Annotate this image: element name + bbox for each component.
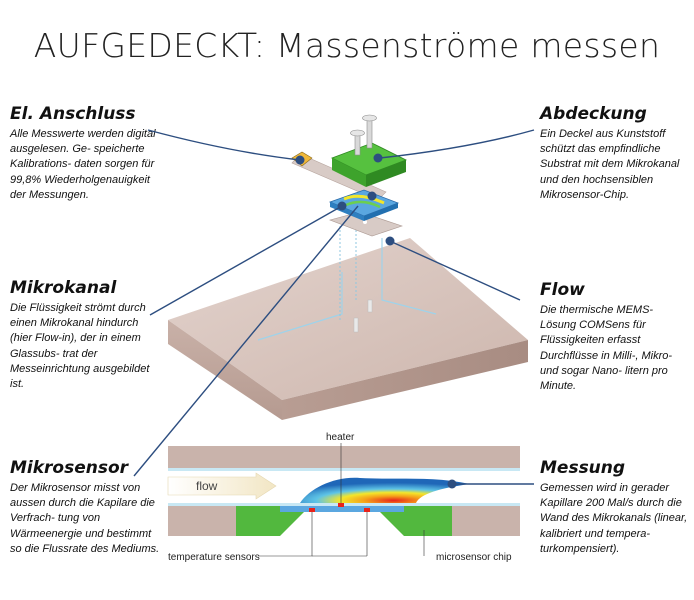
slab-left-face (168, 320, 282, 420)
cover-lid (331, 114, 407, 187)
leader-dots (295, 153, 457, 489)
leader-lines (133, 129, 535, 485)
microchannel-path (257, 272, 343, 341)
slab-right-face (282, 340, 528, 420)
flow-label: flow (196, 479, 218, 493)
page-title: AUFGEDECKT: Massenströme messen (33, 26, 661, 65)
heading-mikrokanal: Mikrokanal (10, 278, 117, 298)
block-flow: Flow Die thermische MEMS- Lösung COMSens… (540, 280, 690, 394)
chip-cavity (284, 514, 400, 536)
heater-element (338, 503, 344, 507)
temp-sensor-left (309, 508, 315, 512)
body-mikrosensor: Der Mikrosensor misst von aussen durch d… (10, 482, 160, 555)
leader-mikrokanal (149, 205, 343, 316)
chip-label: microsensor chip (436, 552, 512, 563)
block-abdeckung: Abdeckung Ein Deckel aus Kunststoff schü… (540, 104, 690, 203)
slab-top-face (168, 238, 528, 400)
body-messung: Gemessen wird in gerader Kapillare 200 M… (540, 482, 688, 555)
temp-sensor-right (364, 508, 370, 512)
top-glass-line (168, 468, 520, 471)
body-anschluss: Alle Messwerte werden digital ausgelesen… (10, 128, 156, 201)
heading-mikrosensor: Mikrosensor (10, 458, 129, 478)
body-abdeckung: Ein Deckel aus Kunststoff schützt das em… (540, 128, 680, 201)
heading-abdeckung: Abdeckung (540, 104, 647, 124)
heading-anschluss: El. Anschluss (10, 104, 136, 124)
bottom-wall-left (168, 506, 236, 536)
screw (366, 117, 373, 149)
membrane (280, 506, 404, 512)
block-anschluss: El. Anschluss Alle Messwerte werden digi… (10, 104, 160, 203)
body-flow: Die thermische MEMS- Lösung COMSens für … (540, 304, 673, 393)
port-pin (353, 317, 359, 333)
microchannel-path-2 (381, 238, 437, 315)
leader-flow (391, 241, 521, 301)
heading-messung: Messung (540, 458, 626, 478)
dot-mikrosensor (367, 191, 377, 201)
block-mikrokanal: Mikrokanal Die Flüssigkeit strömt durch … (10, 278, 160, 392)
sensor-chip-section (236, 506, 452, 536)
block-messung: Messung Gemessen wird in gerader Kapilla… (540, 458, 690, 557)
flow-arrow (167, 472, 277, 500)
leader-mikrosensor (133, 205, 359, 477)
temp-sensors-label: temperature sensors (168, 552, 260, 563)
leader-anschluss (147, 129, 301, 161)
dot-flow (385, 236, 395, 246)
sensor-chip (328, 189, 400, 221)
cross-section: flow heater temperature sensors microsen… (167, 432, 520, 563)
leader-abdeckung (379, 129, 535, 159)
port-pin (367, 299, 373, 313)
heading-flow: Flow (540, 280, 585, 300)
bottom-wall-right (452, 506, 520, 536)
heater-label: heater (326, 432, 355, 443)
body-mikrokanal: Die Flüssigkeit strömt durch einen Mikro… (10, 302, 150, 391)
block-mikrosensor: Mikrosensor Der Mikrosensor misst von au… (10, 458, 160, 557)
heat-plume (300, 477, 470, 503)
dot-messung (447, 479, 457, 489)
glass-substrate-slab (168, 238, 528, 420)
dot-abdeckung (373, 153, 383, 163)
dot-anschluss (295, 155, 305, 165)
top-wall (168, 446, 520, 468)
dot-mikrokanal (337, 201, 347, 211)
